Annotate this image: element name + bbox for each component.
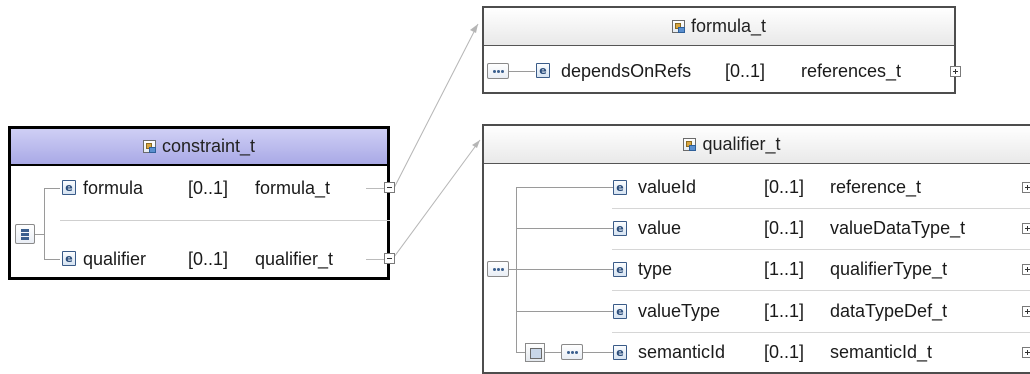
sequence-icon[interactable] (15, 224, 35, 244)
element-cardinality-valueid: [0..1] (764, 177, 805, 197)
row-divider (366, 259, 385, 260)
connector-formula (393, 23, 479, 189)
element-cardinality-value: [0..1] (764, 218, 805, 238)
element-cardinality-dependsonrefs: [0..1] (725, 61, 766, 81)
element-icon: e (62, 251, 76, 266)
element-icon: e (613, 221, 627, 236)
element-name-dependsonrefs[interactable]: dependsOnRefs (561, 61, 692, 81)
element-type-type[interactable]: qualifierType_t (830, 259, 948, 279)
expand-icon[interactable] (950, 66, 961, 77)
element-icon: e (613, 180, 627, 195)
element-cardinality-semanticid: [0..1] (764, 342, 805, 362)
element-icon: e (536, 63, 550, 78)
element-type-dependsonrefs[interactable]: references_t (801, 61, 902, 81)
row-separator (612, 208, 1030, 209)
element-cardinality-qualifier: [0..1] (188, 249, 229, 269)
tree-line (509, 71, 535, 72)
sequence-icon[interactable] (487, 261, 509, 277)
element-cardinality-formula: [0..1] (188, 178, 229, 198)
connector-qualifier-arrow (472, 140, 480, 148)
row-divider (366, 188, 385, 189)
row-separator (612, 332, 1030, 333)
expand-icon[interactable] (1022, 182, 1030, 193)
tree-line (516, 187, 517, 353)
expand-icon[interactable] (1022, 264, 1030, 275)
tree-line (44, 188, 60, 189)
element-icon: e (613, 345, 627, 360)
element-type-valuetype[interactable]: dataTypeDef_t (830, 301, 948, 321)
complex-type-icon (671, 20, 685, 33)
formula-t-title: formula_t (690, 16, 767, 36)
row-separator (612, 249, 1030, 250)
tree-line (545, 352, 561, 353)
element-cardinality-valuetype: [1..1] (764, 301, 805, 321)
tree-line (516, 352, 526, 353)
element-type-valueid[interactable]: reference_t (830, 177, 922, 197)
element-name-semanticid[interactable]: semanticId (638, 342, 726, 362)
collapse-icon[interactable] (384, 182, 395, 193)
qualifier-t-title: qualifier_t (702, 134, 781, 154)
tree-line (583, 352, 613, 353)
tree-line (516, 187, 613, 188)
element-icon: e (62, 180, 76, 195)
element-type-semanticid[interactable]: semanticId_t (830, 342, 933, 362)
element-type-value[interactable]: valueDataType_t (830, 218, 966, 238)
element-name-valueid[interactable]: valueId (638, 177, 697, 197)
constraint-t-title: constraint_t (161, 136, 256, 156)
complex-type-icon (683, 138, 697, 151)
collapse-icon[interactable] (384, 253, 395, 264)
qualifier-t-header: qualifier_t (484, 126, 1030, 164)
connector-qualifier (393, 139, 481, 258)
element-name-type[interactable]: type (638, 259, 673, 279)
expand-icon[interactable] (1022, 347, 1030, 358)
row-separator (60, 220, 390, 221)
expand-icon[interactable] (1022, 223, 1030, 234)
connector-formula-arrow (470, 24, 478, 33)
row-separator (612, 290, 1030, 291)
tree-line (35, 234, 45, 235)
tree-line (509, 269, 517, 270)
element-icon: e (613, 262, 627, 277)
tree-line (516, 311, 613, 312)
element-name-valuetype[interactable]: valueType (638, 301, 721, 321)
constraint-t-header: constraint_t (11, 129, 387, 166)
complex-type-icon (142, 140, 156, 153)
element-type-qualifier[interactable]: qualifier_t (255, 249, 334, 269)
formula-t-header: formula_t (484, 8, 954, 46)
tree-line (44, 188, 45, 260)
element-cardinality-type: [1..1] (764, 259, 805, 279)
element-icon: e (613, 304, 627, 319)
element-name-qualifier[interactable]: qualifier (83, 249, 147, 269)
sequence-icon[interactable] (561, 344, 583, 360)
tree-line (44, 259, 60, 260)
tree-line (516, 269, 613, 270)
formula-t-box[interactable]: formula_t (482, 6, 956, 94)
element-name-formula[interactable]: formula (83, 178, 144, 198)
group-reference-icon[interactable] (525, 343, 545, 362)
sequence-icon[interactable] (487, 63, 509, 79)
element-type-formula[interactable]: formula_t (255, 178, 331, 198)
tree-line (516, 228, 613, 229)
expand-icon[interactable] (1022, 306, 1030, 317)
element-name-value[interactable]: value (638, 218, 682, 238)
